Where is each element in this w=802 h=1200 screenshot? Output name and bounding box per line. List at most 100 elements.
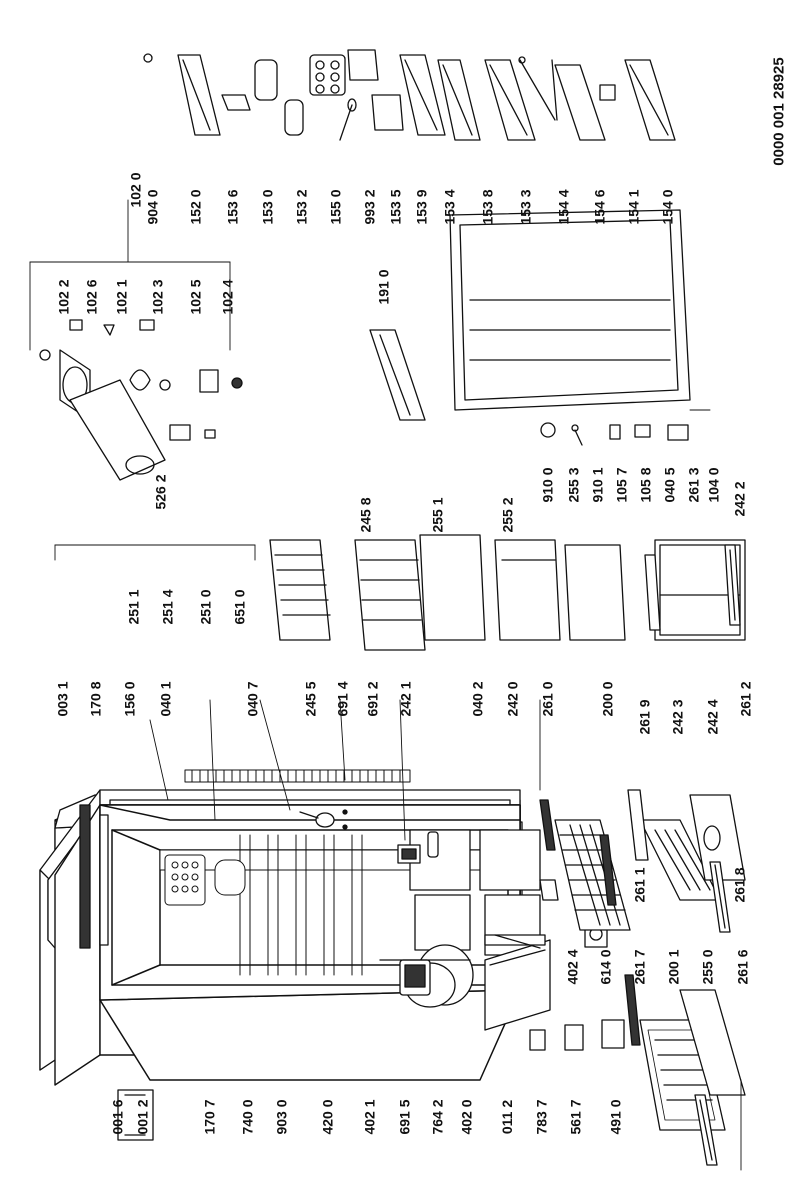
- label-993-2: 993 2: [361, 189, 378, 225]
- drip-tray-011: [484, 934, 546, 949]
- label-651-0: 651 0: [231, 589, 248, 625]
- shelf-245-8: [354, 539, 426, 651]
- label-491-0: 491 0: [607, 1099, 624, 1135]
- label-764-2: 764 2: [429, 1099, 446, 1135]
- label-200-0: 200 0: [599, 681, 616, 717]
- label-910-0: 910 0: [539, 467, 556, 503]
- label-011-2: 011 2: [499, 1099, 516, 1135]
- label-154-4: 154 4: [555, 189, 572, 225]
- label-001-6: 001 6: [109, 1099, 126, 1135]
- label-102-0: 102 0: [127, 172, 144, 208]
- cabinet: [99, 804, 521, 1081]
- door-panel-104-0: [449, 209, 691, 411]
- label-102-4: 102 4: [219, 279, 236, 315]
- label-261-0: 261 0: [539, 681, 556, 717]
- label-154-6: 154 6: [591, 189, 608, 225]
- door-bin-154-0: [624, 59, 676, 141]
- compressor: [379, 944, 474, 1008]
- label-040-5: 040 5: [661, 467, 678, 503]
- label-102-5: 102 5: [187, 279, 204, 315]
- door-bin-152-0: [177, 54, 221, 136]
- label-105-8: 105 8: [637, 467, 654, 503]
- small-bin-153-6: [221, 94, 251, 111]
- label-402-0: 402 0: [458, 1099, 475, 1135]
- label-152-0: 152 0: [187, 189, 204, 225]
- label-154-1: 154 1: [625, 189, 642, 225]
- label-614-0: 614 0: [597, 949, 614, 985]
- label-740-0: 740 0: [239, 1099, 256, 1135]
- door-bin-153-8: [437, 59, 481, 141]
- basket-front-242-4: [689, 794, 746, 881]
- label-261-9: 261 9: [636, 699, 653, 735]
- glass-shelf-255-0: [679, 989, 746, 1096]
- evaporator-cover: [164, 854, 246, 906]
- crisper-242-2: [654, 539, 746, 641]
- label-242-1: 242 1: [397, 681, 414, 717]
- condenser-rail: [484, 939, 551, 1031]
- glass-shelf-255-1: [419, 534, 486, 641]
- label-255-2: 255 2: [499, 497, 516, 533]
- label-040-7: 040 7: [244, 681, 261, 717]
- label-001-2: 001 2: [134, 1099, 151, 1135]
- label-402-1: 402 1: [361, 1099, 378, 1135]
- bottle-rack-245-5: [269, 539, 331, 641]
- leader-lines: [29, 199, 742, 1171]
- label-261-6: 261 6: [734, 949, 751, 985]
- label-102-1: 102 1: [113, 279, 130, 315]
- condenser-coil: [184, 769, 411, 783]
- label-402-4: 402 4: [564, 949, 581, 985]
- bin-153-5: [347, 49, 379, 81]
- label-040-2: 040 2: [469, 681, 486, 717]
- label-691-2: 691 2: [364, 681, 381, 717]
- hinge-bottom: [117, 1089, 154, 1141]
- label-420-0: 420 0: [319, 1099, 336, 1135]
- shelf-255-3: [564, 544, 626, 641]
- strip-2616: [694, 1094, 718, 1166]
- stopper-904-0: [143, 53, 153, 63]
- label-255-3: 255 3: [565, 467, 582, 503]
- label-153-8: 153 8: [479, 189, 496, 225]
- label-155-0: 155 0: [327, 189, 344, 225]
- door-bin-153-3: [484, 59, 536, 141]
- butter-bin-153-0: [254, 59, 278, 101]
- label-561-7: 561 7: [567, 1099, 584, 1135]
- label-191-0: 191 0: [375, 269, 392, 305]
- label-156-0: 156 0: [121, 681, 138, 717]
- door-hardware: [540, 422, 689, 446]
- document-id: 0000 001 28925: [770, 57, 788, 166]
- door-bin-154-6: [554, 64, 606, 141]
- door-gasket-191-0: [369, 329, 426, 421]
- label-691-4: 691 4: [334, 681, 351, 717]
- label-261-1: 261 1: [631, 867, 648, 903]
- label-154-0: 154 0: [659, 189, 676, 225]
- butter-lid-153-2: [284, 99, 304, 136]
- label-153-0: 153 0: [259, 189, 276, 225]
- label-102-2: 102 2: [55, 279, 72, 315]
- label-153-9: 153 9: [413, 189, 430, 225]
- clip-154-1: [599, 84, 616, 101]
- label-904-0: 904 0: [144, 189, 161, 225]
- wire-shelf-200-0: [554, 819, 631, 931]
- strip-2611: [599, 834, 617, 906]
- label-245-8: 245 8: [357, 497, 374, 533]
- label-261-7: 261 7: [631, 949, 648, 985]
- ice-scraper-993-2: [339, 98, 357, 141]
- strip-2612: [724, 544, 741, 626]
- door-bin-153-4: [399, 54, 446, 136]
- label-102-3: 102 3: [149, 279, 166, 315]
- label-153-2: 153 2: [293, 189, 310, 225]
- label-251-4: 251 4: [159, 589, 176, 625]
- strip-2617: [624, 974, 641, 1046]
- label-242-3: 242 3: [669, 699, 686, 735]
- filter-drier: [427, 831, 439, 858]
- label-105-7: 105 7: [613, 467, 630, 503]
- label-526-2: 526 2: [152, 474, 169, 510]
- label-242-0: 242 0: [504, 681, 521, 717]
- relay: [397, 844, 421, 864]
- strip-2618: [709, 861, 731, 933]
- label-261-8: 261 8: [731, 867, 748, 903]
- trim-1708: [99, 814, 109, 946]
- label-200-1: 200 1: [665, 949, 682, 985]
- inner-shelves: [239, 834, 363, 976]
